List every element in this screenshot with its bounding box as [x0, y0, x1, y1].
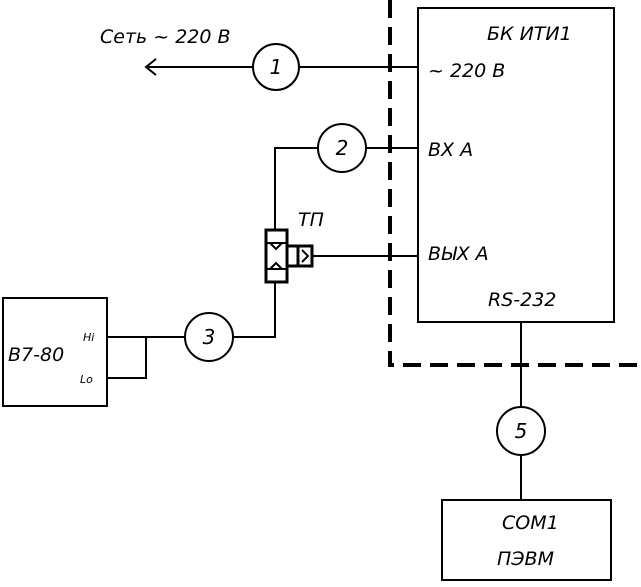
thermocouple-label: ТП	[298, 209, 324, 231]
voltmeter-title: В7-80	[8, 344, 64, 366]
cable-1-marker	[252, 43, 300, 91]
pc-title: ПЭВМ	[497, 548, 554, 570]
bk-output-port-label: ВЫХ А	[428, 243, 489, 265]
cable-1-number: 1	[270, 55, 283, 79]
cable-2-line-left	[274, 147, 318, 230]
cable-2-number: 2	[336, 136, 349, 160]
bk-input-port-label: ВХ А	[428, 139, 473, 161]
voltmeter-box	[2, 297, 108, 407]
cable-3-number: 3	[203, 325, 216, 349]
cable-5-number: 5	[515, 419, 528, 443]
pc-box	[441, 499, 612, 581]
cable-3-line-right	[233, 282, 276, 338]
bk-serial-port-label: RS-232	[488, 289, 556, 311]
voltmeter-hi-label: Hi	[83, 331, 94, 344]
mains-label: Сеть ~ 220 В	[100, 26, 231, 48]
voltmeter-lo-label: Lo	[80, 373, 93, 386]
dashed-boundary	[388, 0, 641, 367]
bk-power-port-label: ~ 220 В	[428, 60, 505, 82]
thermocouple-symbol	[264, 228, 314, 284]
bk-unit-title: БК ИТИ1	[487, 23, 572, 45]
mains-arrow	[144, 58, 157, 76]
cable-2-marker	[317, 123, 367, 173]
cable-3-lo-branch	[107, 337, 147, 379]
bk-unit-box	[417, 7, 615, 323]
pc-port-label: COM1	[502, 512, 559, 534]
